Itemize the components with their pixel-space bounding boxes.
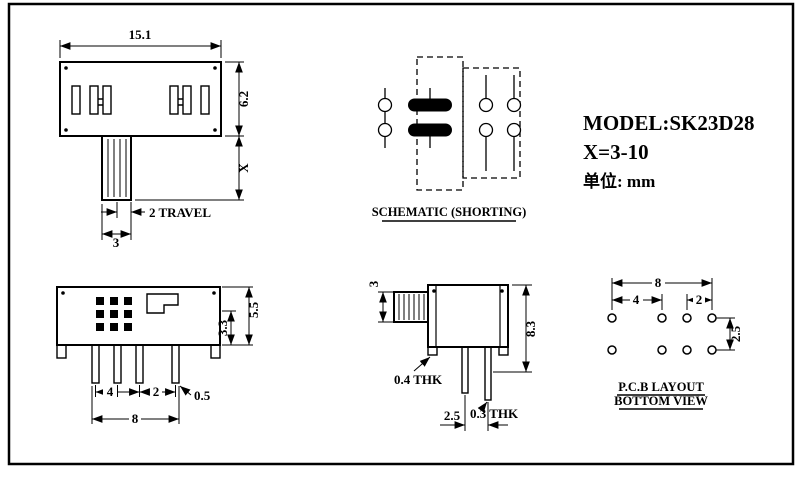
top-view-body	[59, 61, 222, 137]
dim-front-pitch-wide: 4	[107, 384, 114, 399]
x-range-text: X=3-10	[583, 140, 649, 164]
side-view	[378, 284, 532, 431]
top-view-contact-slots	[71, 85, 210, 115]
pcb-holes	[607, 313, 717, 355]
side-view-body	[427, 284, 509, 348]
dim-top-travel: 2 TRAVEL	[149, 205, 211, 220]
dim-top-height: 6.2	[236, 91, 251, 107]
stem-knurl-lines	[107, 139, 127, 197]
side-bracket-thk: 0.4 THK	[394, 372, 443, 387]
dim-front-height-body: 3.3	[215, 319, 230, 336]
dim-side-height-total: 8.3	[523, 320, 538, 337]
title-block: MODEL:SK23D28 X=3-10 单位: mm	[583, 111, 755, 191]
dim-top-width: 15.1	[129, 27, 152, 42]
front-view-contacts	[96, 297, 132, 331]
front-view-legs	[91, 344, 180, 384]
top-view-stem	[101, 135, 132, 201]
top-view	[59, 40, 244, 240]
shorting-bar-top	[408, 98, 452, 112]
dim-pcb-pitch-wide: 4	[633, 292, 640, 307]
shorting-bar-bottom	[408, 123, 452, 137]
dim-top-knob-width: 3	[113, 235, 120, 250]
dim-front-height-total: 5.5	[246, 301, 261, 318]
front-view-slider	[146, 293, 179, 314]
side-pin-thk: 0.3 THK	[470, 406, 519, 421]
dim-front-pin-width: 0.5	[194, 388, 211, 403]
sheet-border	[7, 2, 795, 466]
dim-top-stem-height: X	[236, 163, 251, 173]
unit-text: 单位: mm	[583, 171, 655, 191]
dim-side-pin-pitch: 2.5	[444, 408, 461, 423]
dim-pcb-pitch-narrow: 2	[696, 292, 703, 307]
schematic-view	[377, 56, 522, 222]
dim-side-knob-width: 3	[366, 280, 381, 287]
dim-pcb-row-pitch: 2.5	[728, 325, 743, 342]
schematic-terminals	[377, 97, 522, 138]
pcb-title-line2: BOTTOM VIEW	[614, 394, 708, 408]
pcb-view	[607, 277, 735, 410]
dim-front-pitch-narrow: 2	[153, 384, 160, 399]
schematic-title: SCHEMATIC (SHORTING)	[372, 205, 527, 219]
front-view	[56, 286, 253, 425]
front-view-body	[56, 286, 221, 346]
schematic-dashed-box-right	[462, 67, 521, 179]
pcb-title-line1: P.C.B LAYOUT	[618, 380, 704, 394]
model-text: MODEL:SK23D28	[583, 111, 755, 135]
dim-pcb-span: 8	[655, 275, 662, 290]
dim-front-width: 8	[132, 411, 139, 426]
